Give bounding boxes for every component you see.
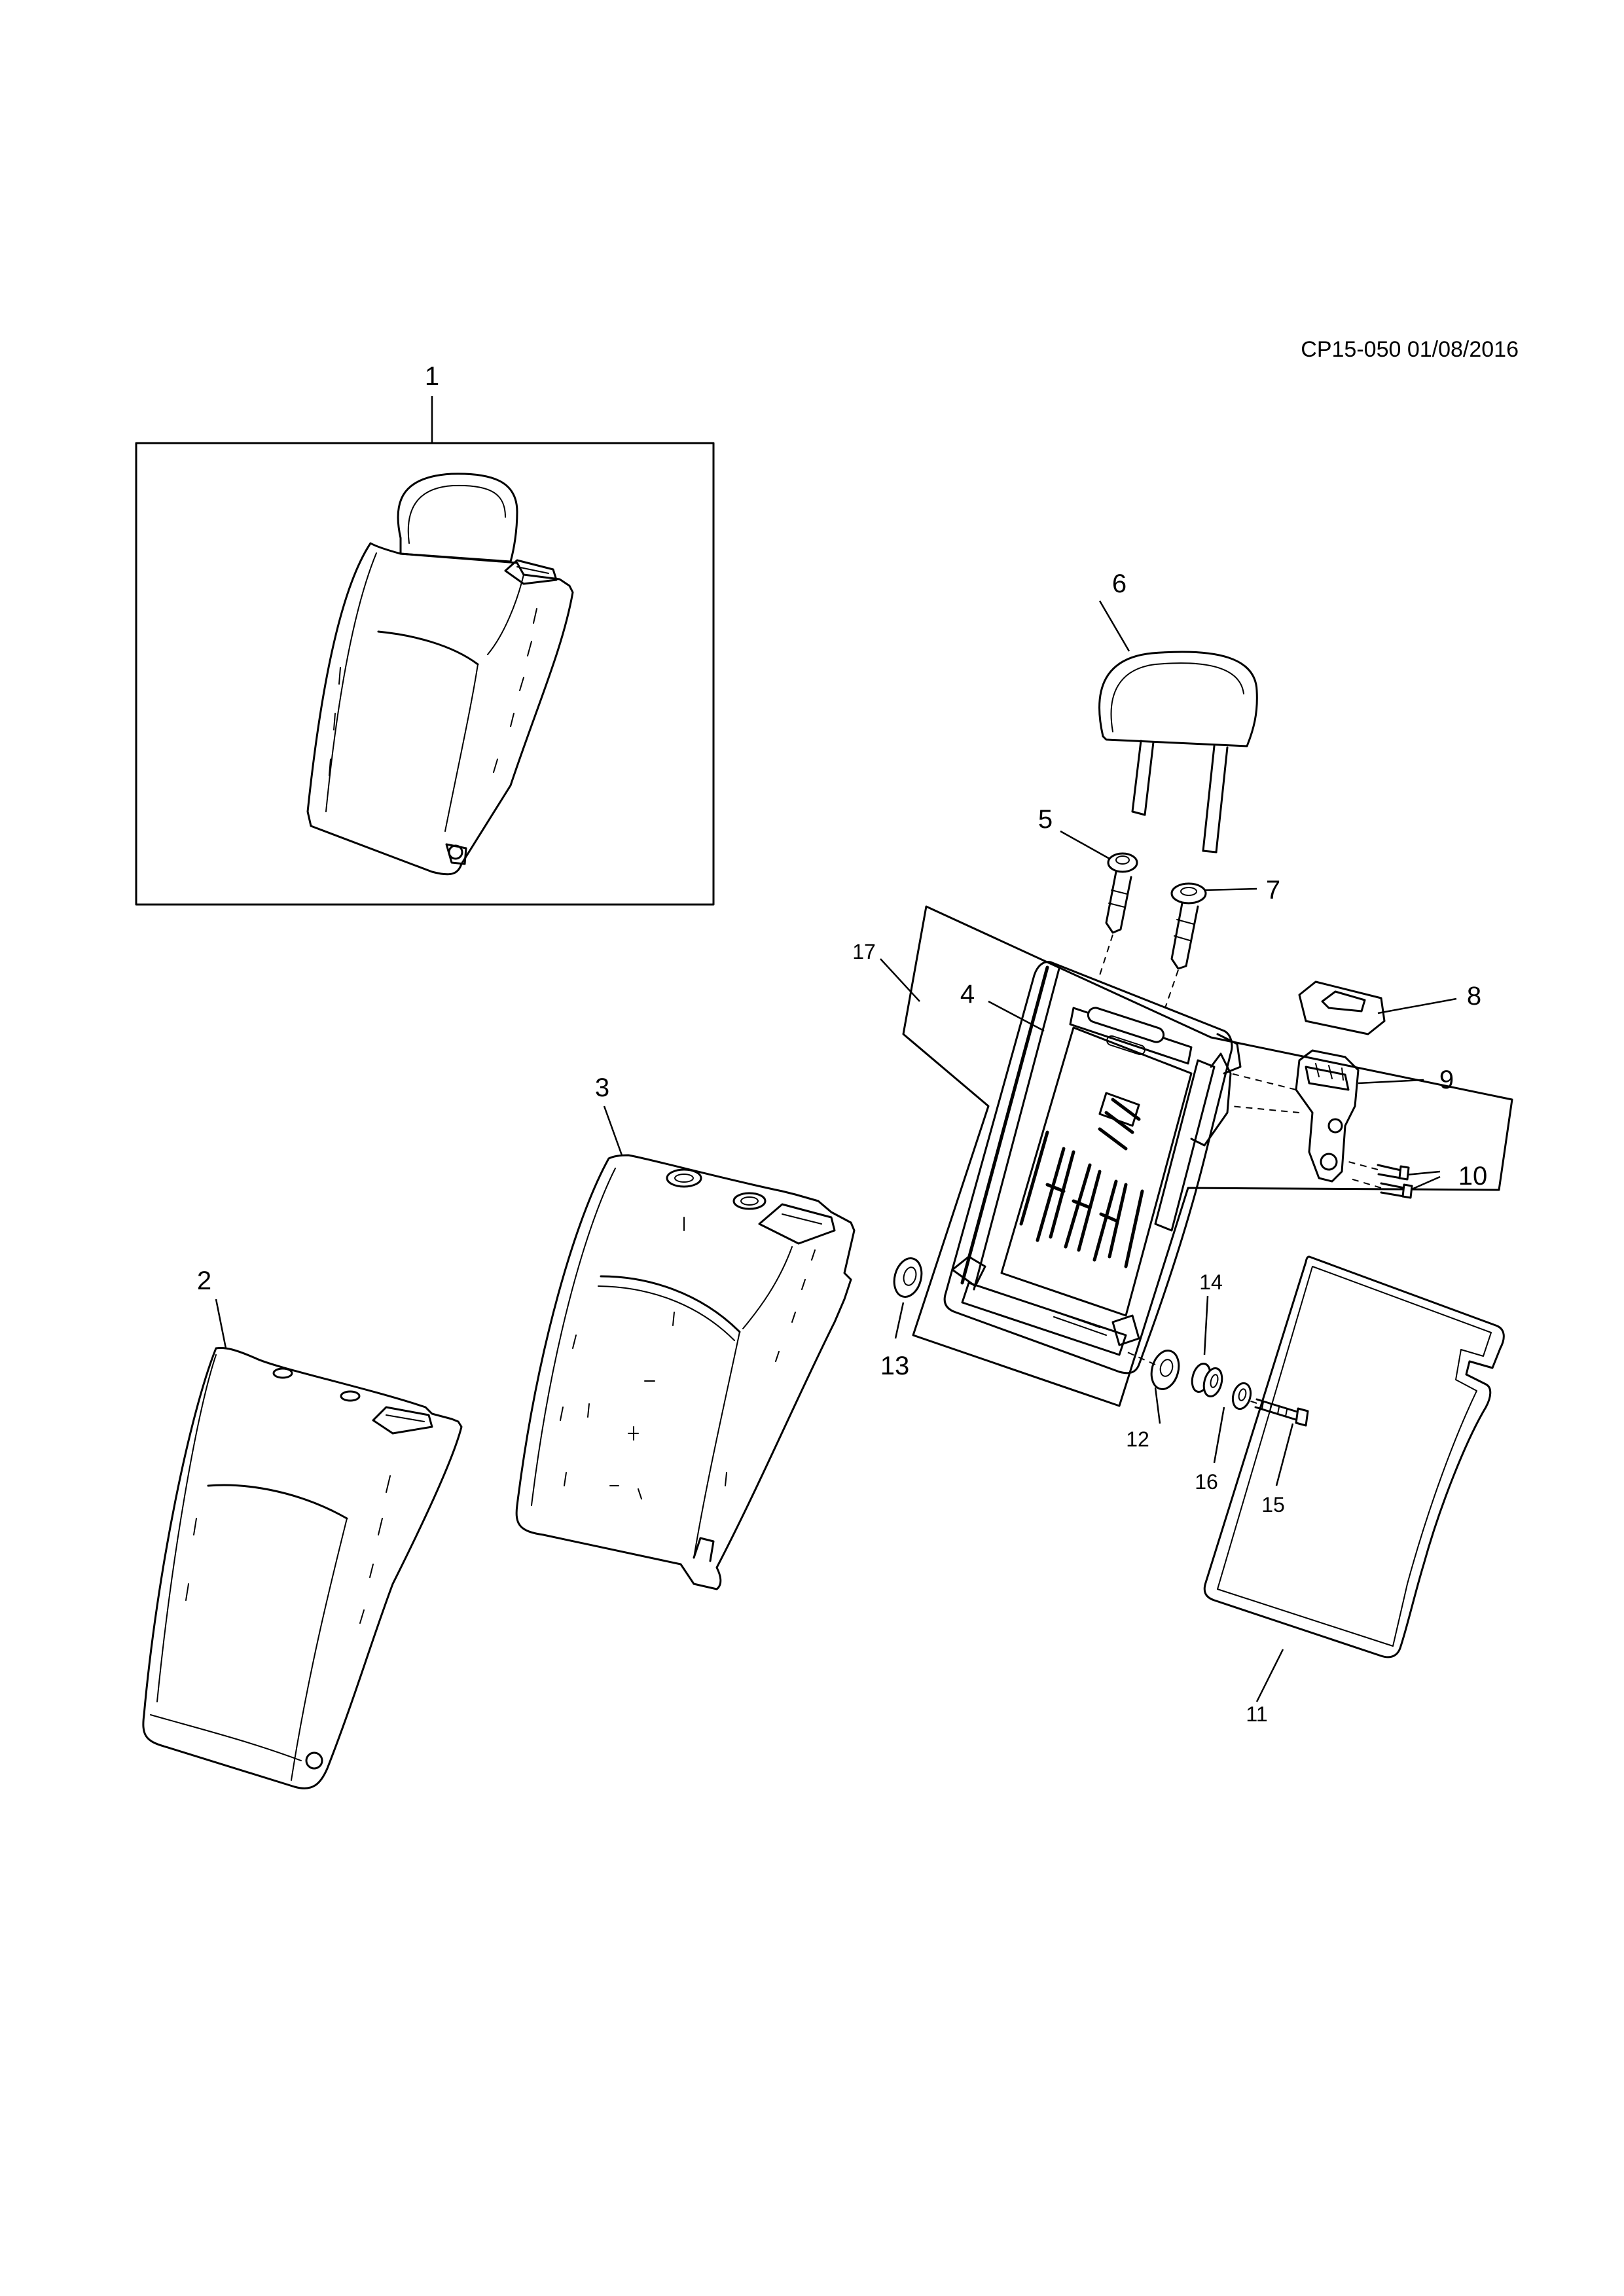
callout-12: 12 <box>1126 1427 1149 1451</box>
part-8-latch-cover <box>1298 980 1457 1035</box>
callout-5: 5 <box>1038 805 1053 834</box>
callout-3: 3 <box>595 1073 609 1102</box>
part-6-headrest <box>1098 600 1258 853</box>
callout-8: 8 <box>1467 982 1481 1011</box>
part-2-seatback-cover <box>142 1299 463 1789</box>
leader-10 <box>1405 1170 1441 1193</box>
part-4-seatback-frame <box>943 961 1242 1374</box>
callout-17: 17 <box>852 940 876 963</box>
callout-labels: 1 2 3 4 5 6 7 8 9 10 11 12 13 14 15 16 1… <box>197 362 1487 1726</box>
callout-10: 10 <box>1458 1162 1488 1191</box>
leader-2 <box>215 1299 227 1349</box>
part-10-bolts <box>1348 1161 1441 1199</box>
callout-1: 1 <box>425 362 439 391</box>
part-12-bushing <box>1150 1350 1180 1424</box>
part-17-frame-assembly <box>880 905 1513 1407</box>
leader-14 <box>1203 1295 1209 1355</box>
leader-13 <box>894 1302 905 1339</box>
drawing-reference: CP15-050 01/08/2016 <box>1301 337 1519 362</box>
callout-11: 11 <box>1246 1702 1267 1726</box>
part-13-washer <box>893 1257 923 1339</box>
callout-9: 9 <box>1439 1066 1454 1094</box>
callout-4: 4 <box>960 980 975 1009</box>
leader-8 <box>1377 997 1457 1014</box>
part-14-spacer <box>1191 1295 1223 1398</box>
part-3-seatback-pad <box>515 1105 856 1590</box>
part-7-headrest-guide-lock <box>1164 882 1257 1009</box>
callout-6: 6 <box>1112 569 1127 598</box>
leader-17 <box>880 958 920 1002</box>
part-1-seatback-assembly <box>135 396 715 906</box>
part-9-latch <box>1230 1049 1424 1183</box>
leader-7 <box>1202 888 1257 891</box>
callout-7: 7 <box>1266 876 1280 905</box>
leader-16 <box>1213 1407 1225 1463</box>
part-11-back-panel <box>1203 1255 1505 1702</box>
leader-12 <box>1154 1387 1161 1424</box>
callout-13: 13 <box>880 1352 910 1380</box>
callout-15: 15 <box>1261 1493 1285 1516</box>
part-15-bolt <box>1125 1351 1309 1486</box>
leader-9 <box>1358 1079 1424 1085</box>
leader-5 <box>1060 830 1110 860</box>
leader-11 <box>1255 1649 1284 1702</box>
leader-6 <box>1098 600 1130 652</box>
part-16-washer <box>1213 1382 1252 1463</box>
callout-2: 2 <box>197 1266 211 1295</box>
leader-3 <box>603 1105 623 1156</box>
leader-4 <box>988 1000 1045 1032</box>
callout-14: 14 <box>1199 1270 1223 1294</box>
part-5-headrest-guide <box>1060 830 1138 976</box>
callout-16: 16 <box>1195 1470 1218 1494</box>
leader-15 <box>1275 1423 1294 1486</box>
part-1-frame-box <box>135 442 715 906</box>
